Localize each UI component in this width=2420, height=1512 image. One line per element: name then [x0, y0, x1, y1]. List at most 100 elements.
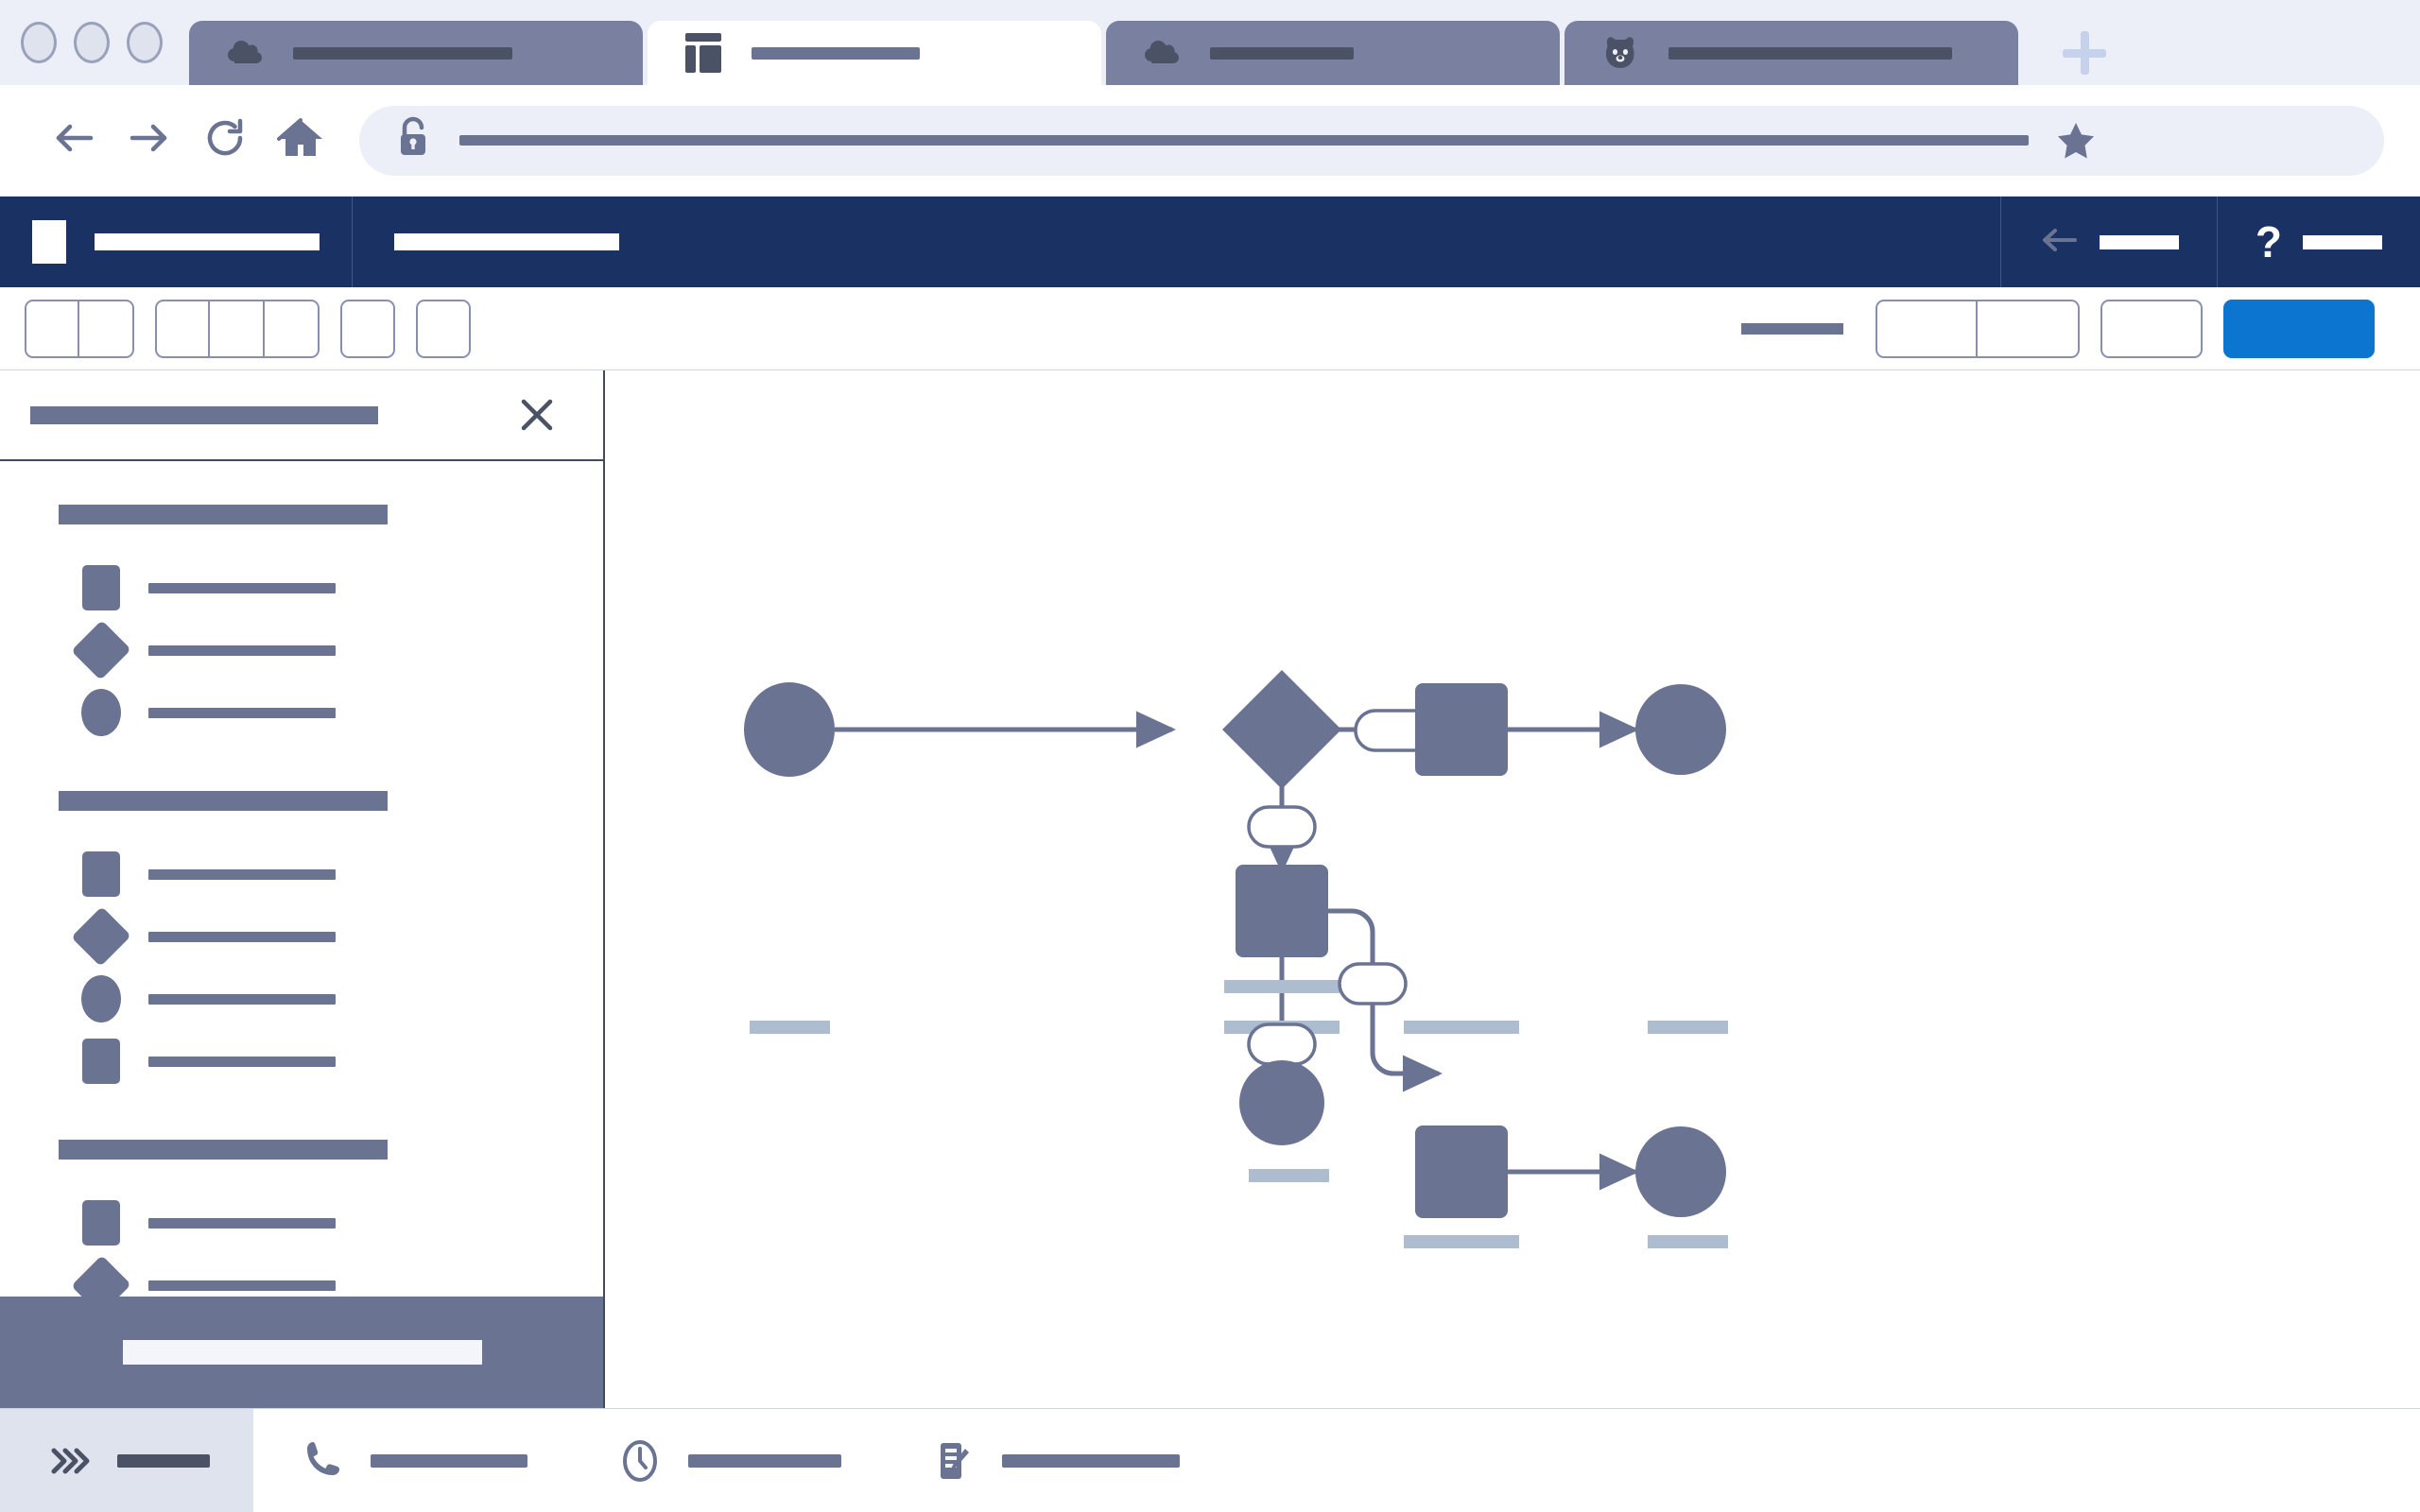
status-item-clock[interactable] — [571, 1409, 885, 1512]
edge-task2-branch-upper — [1312, 908, 1375, 987]
address-bar[interactable] — [359, 105, 2384, 176]
edge-layer — [835, 711, 1640, 1191]
close-icon[interactable] — [512, 390, 562, 439]
question-mark-icon: ? — [2255, 217, 2282, 266]
plus-icon — [2063, 31, 2106, 75]
maximize-dot[interactable] — [127, 22, 163, 63]
app-help-action[interactable]: ? — [2216, 197, 2420, 287]
app-brand[interactable] — [0, 197, 353, 287]
close-dot[interactable] — [21, 22, 57, 63]
reload-icon — [199, 112, 251, 169]
palette-item-label — [148, 1217, 336, 1228]
palette-item-label — [148, 993, 336, 1005]
back-button[interactable] — [36, 103, 112, 179]
zoom-in-button[interactable] — [265, 299, 320, 358]
zoom-reset-button[interactable] — [210, 299, 265, 358]
palette-title — [30, 405, 378, 424]
status-bar — [0, 1408, 2420, 1512]
tab-title — [752, 46, 920, 60]
status-item-label — [688, 1453, 841, 1468]
node-start-event — [744, 682, 835, 777]
export-button[interactable] — [2100, 299, 2203, 358]
app-back-action[interactable] — [1999, 197, 2217, 287]
edge-label-pill — [1247, 805, 1317, 849]
new-tab-button[interactable] — [2042, 21, 2127, 85]
reload-button[interactable] — [187, 103, 263, 179]
diagram-canvas[interactable] — [605, 370, 2420, 1408]
palette-item-diamond[interactable] — [0, 619, 603, 681]
app-subtitle-section — [353, 197, 2000, 287]
palette-item-square[interactable] — [0, 1030, 603, 1092]
app-logo-icon — [32, 220, 66, 264]
status-item-label — [117, 1453, 210, 1468]
status-item-label — [371, 1453, 527, 1468]
align-button[interactable] — [340, 299, 395, 358]
app-help-label — [2303, 234, 2382, 249]
node-label-bar — [1404, 1235, 1519, 1248]
circle-shape-icon — [80, 975, 122, 1022]
palette-item-square[interactable] — [0, 557, 603, 619]
palette-item-label — [148, 868, 336, 880]
palette-item-label — [148, 1280, 336, 1291]
forward-button[interactable] — [112, 103, 187, 179]
palette-group-title — [59, 791, 388, 811]
square-shape-icon — [80, 565, 122, 610]
diamond-shape-icon — [71, 620, 131, 680]
palette-item-circle[interactable] — [0, 681, 603, 744]
view-list-button[interactable] — [1978, 299, 2080, 358]
arrow-right-icon — [123, 112, 176, 169]
palette-item-circle[interactable] — [0, 968, 603, 1030]
unlocked-padlock-icon[interactable] — [391, 113, 435, 167]
palette-item-diamond[interactable] — [0, 1254, 603, 1316]
palette-item-label — [148, 931, 336, 942]
square-shape-icon — [80, 851, 122, 897]
browser-tab-1[interactable] — [189, 21, 643, 85]
redo-button[interactable] — [79, 299, 134, 358]
node-label-bar — [1224, 980, 1340, 993]
home-button[interactable] — [263, 103, 338, 179]
diamond-shape-icon — [71, 906, 131, 967]
undo-button[interactable] — [25, 299, 79, 358]
minimize-dot[interactable] — [74, 22, 110, 63]
url-input[interactable] — [459, 135, 2029, 146]
tab-title — [1668, 46, 1952, 60]
palette-item-diamond[interactable] — [0, 905, 603, 968]
node-task-3 — [1415, 1125, 1508, 1218]
cloud-icon — [1138, 29, 1185, 77]
view-grid-button[interactable] — [1876, 299, 1978, 358]
palette-divider — [0, 753, 603, 791]
toolbar-status-label — [1741, 322, 1843, 335]
palette-item-square[interactable] — [0, 843, 603, 905]
star-icon[interactable] — [2053, 118, 2099, 163]
save-group — [2223, 299, 2375, 358]
browser-tab-4[interactable] — [1564, 21, 2018, 85]
zoom-out-button[interactable] — [155, 299, 210, 358]
status-item-expand[interactable] — [0, 1409, 253, 1512]
node-label-bar — [1648, 1235, 1728, 1248]
note-edit-icon — [928, 1435, 979, 1486]
edge-branch-to-task3 — [1370, 1002, 1443, 1092]
app-subtitle — [394, 233, 619, 250]
palette-item-label — [148, 1056, 336, 1067]
status-item-phone[interactable] — [253, 1409, 571, 1512]
palette-group-2 — [0, 791, 603, 1092]
status-item-note[interactable] — [885, 1409, 1223, 1512]
layout-button[interactable] — [416, 299, 471, 358]
palette-item-square[interactable] — [0, 1192, 603, 1254]
save-button[interactable] — [2223, 299, 2375, 358]
phone-icon — [297, 1435, 348, 1486]
circle-shape-icon — [80, 689, 122, 736]
node-gateway — [1222, 670, 1341, 789]
layout-group — [416, 299, 471, 358]
edge-label-pill — [1247, 1022, 1317, 1066]
node-end-event-2 — [1239, 1060, 1324, 1145]
node-task-1 — [1415, 683, 1508, 776]
browser-tab-2[interactable] — [648, 21, 1101, 85]
node-label-bar — [1249, 1169, 1329, 1182]
edge-label-pill — [1338, 962, 1408, 1005]
palette-tooltip-text — [123, 1340, 482, 1365]
app-header-actions: ? — [1999, 197, 2420, 287]
palette-group-title — [59, 505, 388, 524]
arrow-left-icon — [2039, 225, 2079, 260]
browser-tab-3[interactable] — [1106, 21, 1560, 85]
